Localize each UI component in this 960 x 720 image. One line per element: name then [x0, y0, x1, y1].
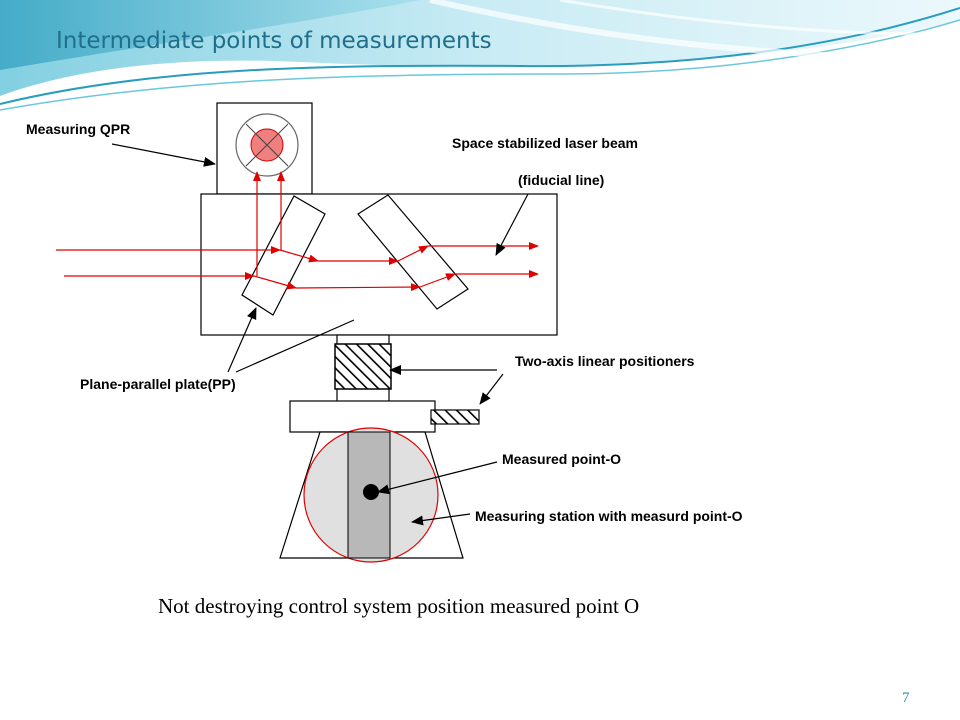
slide-title: Intermediate points of measurements — [56, 28, 492, 54]
label-measuring-qpr: Measuring QPR — [26, 121, 130, 137]
page-number: 7 — [902, 690, 910, 706]
header-wave-decoration — [0, 0, 960, 111]
laser-beams — [56, 171, 539, 292]
horizontal-positioner — [430, 409, 480, 425]
label-measuring-station: Measuring station with measurd point-O — [475, 508, 743, 524]
right-plate — [357, 194, 469, 310]
label-laser-beam: Space stabilized laser beam — [452, 135, 638, 151]
label-fiducial-line: (fiducial line) — [518, 172, 604, 188]
vertical-positioner — [334, 343, 392, 390]
measured-point-o — [363, 484, 379, 500]
slide-caption: Not destroying control system position m… — [158, 594, 640, 618]
label-plane-parallel-plate: Plane-parallel plate(PP) — [80, 376, 236, 392]
label-measured-point: Measured point-O — [502, 451, 621, 467]
base-plate — [289, 400, 436, 433]
left-plate — [241, 195, 326, 316]
label-two-axis-positioners: Two-axis linear positioners — [515, 353, 695, 369]
pointer-lines — [111, 143, 529, 526]
